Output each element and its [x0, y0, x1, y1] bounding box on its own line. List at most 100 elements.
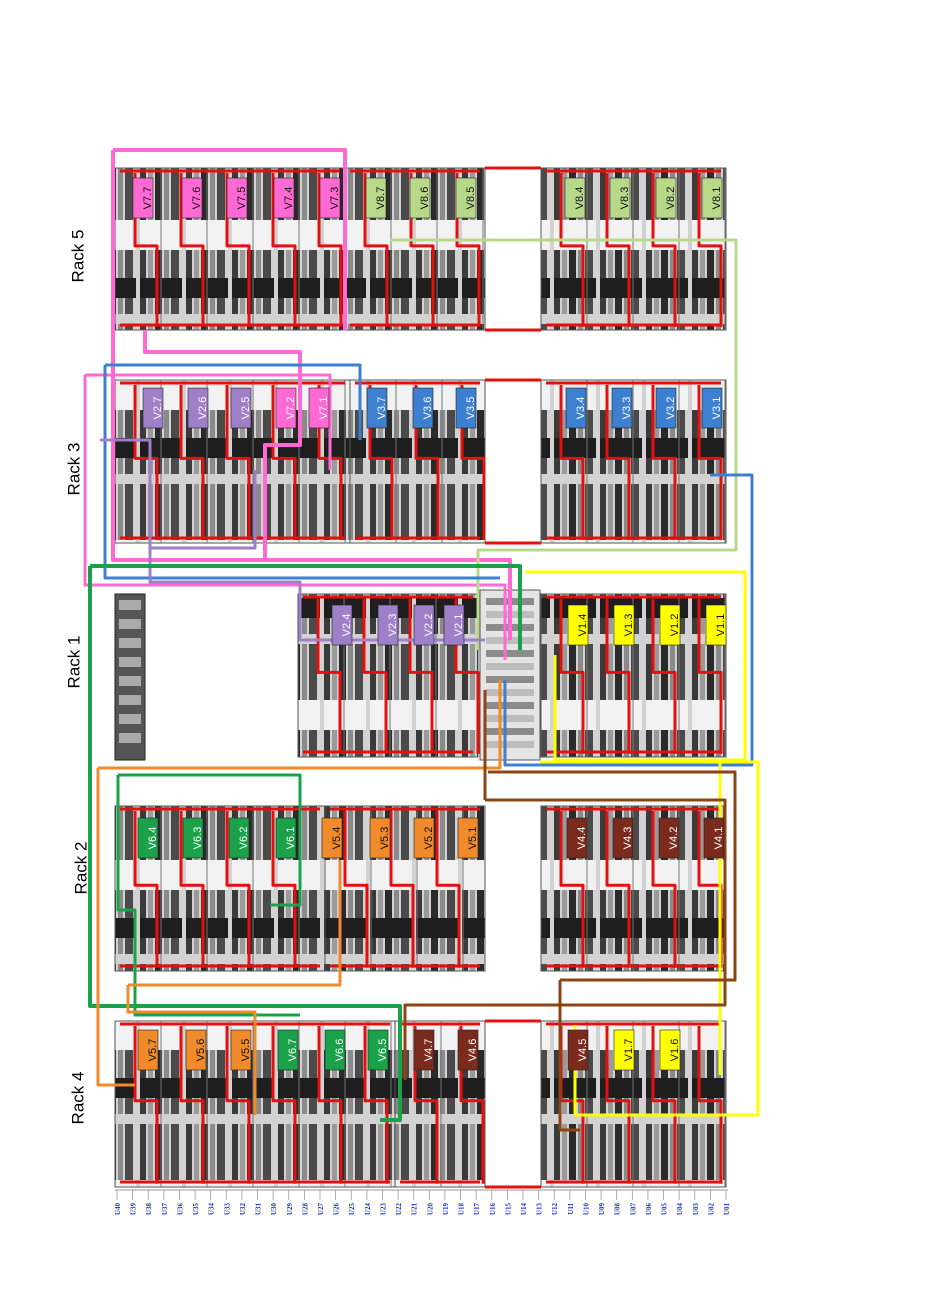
v6-cable-loop: [88, 564, 522, 1122]
v1-cable-loop-2: [540, 760, 760, 1117]
rack-2-internal-cable: [605, 811, 631, 968]
rack-4-internal-cable: [271, 1026, 297, 1184]
rack-3-internal-cable: [697, 385, 723, 540]
u-label-u31: U31: [255, 1203, 263, 1216]
tag-v7-7: V7.7: [132, 177, 154, 219]
tag-background: [613, 604, 635, 646]
tag-v4-4: V4.4: [566, 817, 588, 859]
u-label-u33: U33: [223, 1203, 231, 1216]
tag-label: V8.6: [419, 187, 431, 210]
tag-v5-5: V5.5: [230, 1029, 252, 1071]
rack-1-internal-cable: [362, 599, 388, 754]
tag-label: V7.7: [142, 187, 154, 210]
u-label-u13: U13: [536, 1203, 544, 1216]
u-label-u19: U19: [442, 1203, 450, 1216]
rack-5-internal-cable: [559, 173, 585, 327]
tag-background: [564, 177, 586, 219]
v5-cable-loop-2: [126, 860, 342, 1115]
tag-v4-7: V4.7: [413, 1029, 435, 1071]
tag-background: [611, 387, 633, 429]
tag-v2-1: V2.1: [443, 604, 465, 646]
tag-background: [565, 387, 587, 429]
tag-label: V3.1: [711, 397, 723, 420]
rack-4-internal-cable: [697, 1026, 723, 1184]
tag-background: [308, 387, 330, 429]
tag-label: V7.6: [191, 187, 203, 210]
rack-4-internal-cable: [605, 1026, 631, 1184]
tag-v5-4: V5.4: [321, 817, 343, 859]
tag-label: V5.3: [379, 827, 391, 850]
tag-background: [324, 1029, 346, 1071]
u-label-u38: U38: [145, 1203, 153, 1216]
standalone-server-drive: [119, 676, 141, 686]
tag-label: V5.5: [240, 1039, 252, 1062]
tag-label: V6.6: [334, 1039, 346, 1062]
tag-v8-4: V8.4: [564, 177, 586, 219]
tag-v6-5: V6.5: [367, 1029, 389, 1071]
tag-v6-7: V6.7: [277, 1029, 299, 1071]
tag-background: [457, 817, 479, 859]
rack-1-internal-cable: [408, 599, 434, 754]
tag-v2-6: V2.6: [187, 387, 209, 429]
tag-label: V7.2: [285, 397, 297, 420]
tag-v3-7: V3.7: [366, 387, 388, 429]
tag-label: V2.1: [453, 614, 465, 637]
tag-background: [230, 387, 252, 429]
v6-cable-loop-2: [116, 773, 302, 1017]
u-label-u16: U16: [489, 1203, 497, 1216]
tag-background: [275, 387, 297, 429]
tag-label: V4.2: [668, 827, 680, 850]
tag-label: V3.4: [575, 397, 587, 420]
u-label-u09: U09: [598, 1203, 606, 1216]
tag-label: V8.5: [465, 187, 477, 210]
u-label-u21: U21: [411, 1203, 419, 1216]
u-label-u11: U11: [567, 1203, 575, 1215]
rack-2-internal-cable: [225, 811, 251, 968]
tag-v5-7: V5.7: [137, 1029, 159, 1071]
tag-v7-1: V7.1: [308, 387, 330, 429]
u-label-u24: U24: [364, 1203, 372, 1216]
u-label-u37: U37: [161, 1203, 169, 1216]
tag-background: [412, 387, 434, 429]
rack-5-internal-cable: [317, 173, 343, 327]
v7-cable-loop-3: [83, 373, 507, 660]
tag-v8-3: V8.3: [609, 177, 631, 219]
tag-v4-2: V4.2: [658, 817, 680, 859]
tag-label: V5.2: [423, 827, 435, 850]
tag-background: [455, 177, 477, 219]
tag-background: [457, 1029, 479, 1071]
tag-label: V5.4: [331, 827, 343, 850]
tag-label: V4.4: [576, 827, 588, 850]
rack-2-internal-cable: [271, 811, 297, 968]
tag-v2-2: V2.2: [413, 604, 435, 646]
tag-label: V3.2: [665, 397, 677, 420]
tag-background: [377, 604, 399, 646]
tag-label: V2.2: [423, 614, 435, 637]
rack-5-internal-cable: [271, 173, 297, 327]
tag-v6-1: V6.1: [275, 817, 297, 859]
rack-2-internal-cable: [179, 811, 205, 968]
tag-label: V6.4: [147, 827, 159, 850]
tag-background: [613, 1029, 635, 1071]
network-switch-port-row: [486, 689, 534, 696]
rack-1-internal-cable: [651, 599, 677, 754]
rack-4-internal-cable: [651, 1026, 677, 1184]
tag-background: [413, 604, 435, 646]
u-label-u08: U08: [614, 1203, 622, 1216]
rack-4-internal-cable: [317, 1026, 343, 1184]
tag-background: [367, 1029, 389, 1071]
tag-v1-2: V1.2: [659, 604, 681, 646]
tag-v3-1: V3.1: [701, 387, 723, 429]
tag-v5-2: V5.2: [413, 817, 435, 859]
tag-v3-3: V3.3: [611, 387, 633, 429]
u-label-u36: U36: [176, 1203, 184, 1216]
u-label-u10: U10: [582, 1203, 590, 1216]
u-label-u17: U17: [473, 1203, 481, 1216]
tag-label: V4.6: [467, 1039, 479, 1062]
cables-layer: [83, 148, 760, 1189]
rack-3-internal-cable: [179, 385, 205, 540]
tag-label: V6.5: [377, 1039, 389, 1062]
tag-label: V4.7: [423, 1039, 435, 1062]
